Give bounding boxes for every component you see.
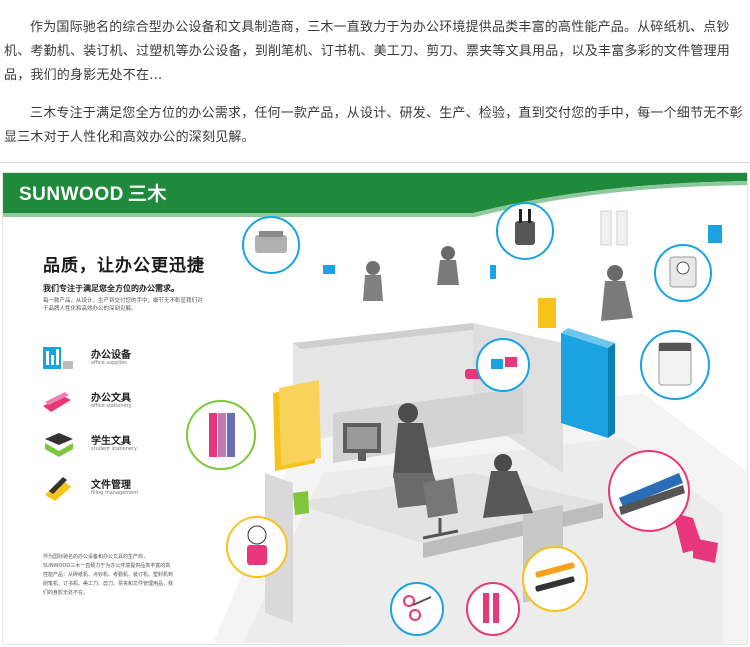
- category-label-en: office stationery: [91, 403, 132, 409]
- bubble-scissors-cutters: [522, 546, 588, 612]
- category-office-stationery[interactable]: 办公文具 office stationery: [41, 386, 181, 418]
- office-scene-illustration: [3, 173, 747, 644]
- worker-head: [398, 403, 418, 423]
- category-label-cn: 办公设备: [91, 350, 131, 361]
- crouching-worker-head: [494, 454, 512, 472]
- divider: [0, 162, 750, 163]
- bubble-binding-machine: [496, 202, 554, 260]
- bubble-scissors: [390, 582, 444, 636]
- bubble-time-clock: [654, 244, 712, 302]
- category-label-en: student stationery: [91, 446, 138, 452]
- bubble-letter-openers: [466, 582, 520, 636]
- intro-section: 作为国际驰名的综合型办公设备和文具制造商，三木一直致力于为办公环境提供品类丰富的…: [0, 0, 750, 168]
- file-management-icon: [45, 477, 71, 501]
- intro-paragraph-1: 作为国际驰名的综合型办公设备和文具制造商，三木一直致力于为办公环境提供品类丰富的…: [4, 20, 731, 83]
- bubble-binder-clips: [476, 338, 530, 392]
- intro-paragraph-2: 三木专注于满足您全方位的办公需求，任何一款产品，从设计、研发、生产、检验，直到交…: [4, 106, 743, 145]
- logo-en: SUNWOOD: [19, 184, 124, 205]
- category-file-management[interactable]: 文件管理 filing management: [41, 473, 181, 505]
- bubble-pencil-sharpener: [226, 516, 288, 578]
- office-chair: [423, 478, 458, 518]
- bubble-stapler: [608, 450, 690, 532]
- bubble-paper-shredder: [640, 330, 710, 400]
- category-student-stationery[interactable]: 学生文具 student stationery: [41, 429, 181, 461]
- slogan-description: 每一款产品，从设计、生产到交付您的手中，细节无不彰显我们对于品牌人性化和高效办公…: [43, 298, 203, 312]
- slogan-title: 品质，让办公更迅捷: [43, 256, 205, 276]
- green-header-shape: [3, 173, 747, 213]
- student-stationery-icon: [45, 433, 73, 457]
- logo-cn: 三木: [127, 184, 167, 205]
- cyan-cabinet: [561, 333, 608, 438]
- office-stationery-icon: [43, 392, 71, 412]
- category-label-en: filing management: [91, 490, 139, 496]
- category-label-en: office supplies: [91, 360, 127, 366]
- category-office-equipment[interactable]: 办公设备 office supplies: [41, 343, 181, 375]
- bubble-colored-files: [186, 400, 256, 470]
- bubble-money-counter: [242, 216, 300, 274]
- category-label-cn: 文件管理: [91, 480, 131, 491]
- category-label-cn: 办公文具: [91, 393, 131, 404]
- category-label-cn: 学生文具: [91, 436, 131, 447]
- banner-footer-text: 作为国际驰名的办公设备和办公文具的生产商，SUNWOOD三木一直致力于为办公环境…: [43, 554, 174, 596]
- office-equipment-icon: [43, 347, 73, 369]
- worker-body: [393, 423, 433, 478]
- slogan-subtitle: 我们专注于满足您全方位的办公需求。: [43, 284, 179, 293]
